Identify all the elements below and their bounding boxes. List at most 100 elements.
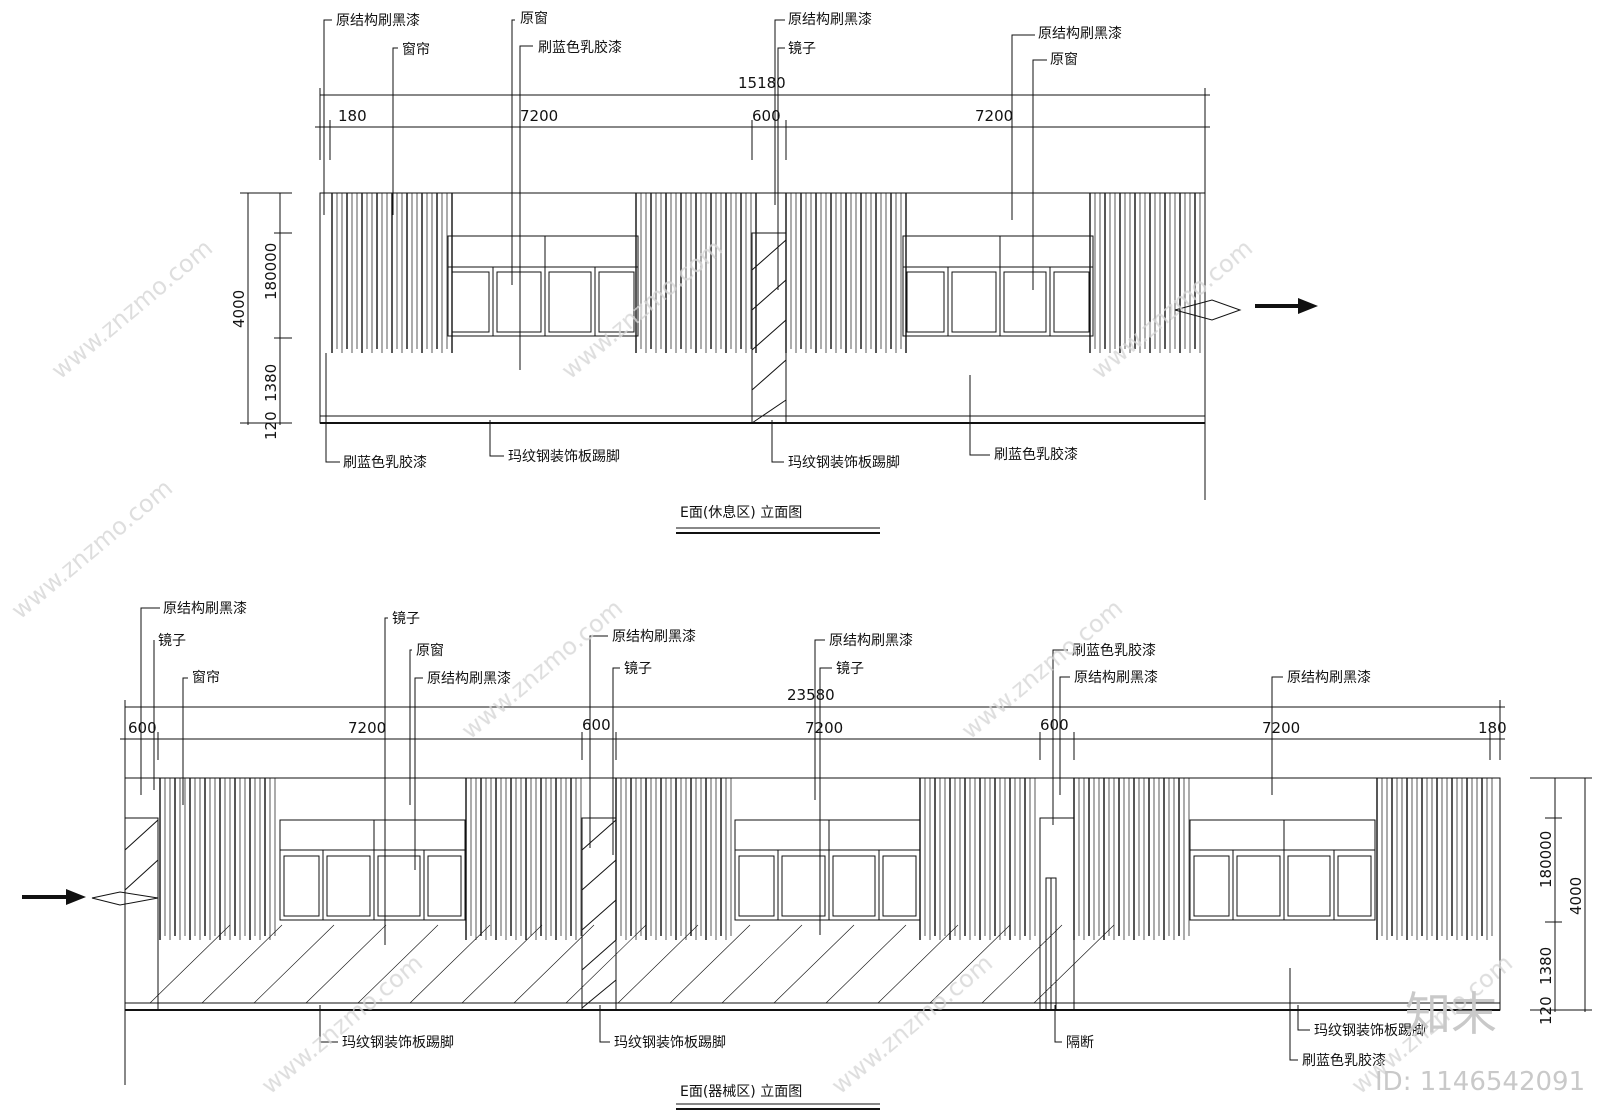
hatch-line (721, 924, 803, 1004)
label-skirting: 玛纹钢装饰板踢脚 (342, 1035, 454, 1051)
elevation-rest-area: 15180 180 7200 600 7200 4000 180000 1380… (230, 10, 1318, 534)
label-blue-latex: 刷蓝色乳胶漆 (538, 39, 622, 56)
drawing-title: E面(休息区) 立面图 (680, 504, 802, 521)
label-curtain: 窗帘 (192, 669, 220, 686)
label-mirror: 镜子 (624, 661, 652, 677)
partition (1045, 877, 1057, 1011)
label-black-paint: 原结构刷黑漆 (612, 629, 696, 645)
overall-dimension: 23580 (787, 686, 835, 704)
section-arrow (22, 889, 159, 906)
curtain (1073, 778, 1190, 940)
curtain (615, 778, 732, 940)
label-mirror: 镜子 (836, 661, 864, 677)
leader-lines (323, 19, 1047, 463)
label-skirting: 玛纹钢装饰板踢脚 (508, 449, 620, 465)
wall-outline (124, 777, 1501, 1011)
height-dimension: 120 (262, 411, 280, 440)
label-black-paint: 原结构刷黑漆 (336, 13, 420, 29)
height-dimension: 180000 (262, 243, 280, 300)
hatch-line (357, 924, 439, 1004)
label-black-paint: 原结构刷黑漆 (1038, 26, 1122, 42)
curtain (159, 778, 276, 940)
dimension-segment: 180 (338, 107, 367, 125)
wall-outline (319, 192, 1206, 424)
label-skirting: 玛纹钢装饰板踢脚 (614, 1035, 726, 1051)
leader-lines (140, 607, 1310, 1061)
curtain-group (331, 193, 1206, 353)
hatch-line (461, 924, 543, 1004)
dimension-segment: 600 (582, 716, 611, 734)
label-black-paint: 原结构刷黑漆 (829, 633, 913, 649)
dimension-lines-right (1530, 777, 1592, 1012)
label-original-window: 原窗 (416, 642, 444, 659)
dimension-lines-top (315, 88, 1210, 500)
label-black-paint: 原结构刷黑漆 (1287, 670, 1371, 686)
hatch-line (253, 924, 335, 1004)
hatch-line (617, 924, 699, 1004)
label-original-window: 原窗 (1050, 51, 1078, 68)
height-dimension: 120 (1537, 996, 1555, 1025)
height-dimension: 180000 (1537, 831, 1555, 888)
dimension-lines-left (240, 192, 292, 425)
hatch-line (773, 924, 855, 1004)
hatch-line (565, 924, 647, 1004)
column-hatched (751, 232, 787, 424)
height-dimension: 4000 (1567, 877, 1585, 915)
dimension-segment: 7200 (520, 107, 558, 125)
watermark-layer: www.znzmo.com www.znzmo.com www.znzmo.co… (6, 234, 1518, 1100)
label-blue-latex: 刷蓝色乳胶漆 (994, 446, 1078, 463)
window-3 (1189, 819, 1376, 921)
dimension-segment: 7200 (805, 719, 843, 737)
curtain (785, 193, 907, 353)
section-arrow (1174, 298, 1318, 321)
hatch-line (149, 924, 231, 1004)
watermark-text: www.znzmo.com (46, 234, 218, 385)
window-1 (447, 235, 639, 337)
label-skirting: 玛纹钢装饰板踢脚 (788, 455, 900, 471)
hatch-line (825, 924, 907, 1004)
dimension-segment: 7200 (975, 107, 1013, 125)
curtain (635, 193, 757, 353)
column-plain (1039, 817, 1075, 1011)
label-mirror: 镜子 (392, 611, 420, 627)
height-dimension: 4000 (230, 290, 248, 328)
dimension-segment: 7200 (348, 719, 386, 737)
label-mirror: 镜子 (158, 633, 186, 649)
curtain (919, 778, 1036, 940)
hatch-line (669, 924, 751, 1004)
dimension-segment: 180 (1478, 719, 1507, 737)
label-mirror: 镜子 (788, 41, 816, 57)
label-curtain: 窗帘 (402, 41, 430, 58)
dimension-segment: 600 (128, 719, 157, 737)
hatch-line (929, 924, 1011, 1004)
window-2 (734, 819, 921, 921)
watermark-text: www.znzmo.com (826, 949, 998, 1100)
label-blue-latex: 刷蓝色乳胶漆 (343, 454, 427, 471)
curtain-group (159, 778, 1493, 940)
drawing-title: E面(器械区) 立面图 (680, 1084, 802, 1100)
label-partition: 隔断 (1066, 1035, 1094, 1051)
label-black-paint: 原结构刷黑漆 (427, 671, 511, 687)
dimension-segment: 600 (752, 107, 781, 125)
dimension-segment: 600 (1040, 716, 1069, 734)
window-2 (902, 235, 1094, 337)
id-watermark: ID: 1146542091 (1375, 1067, 1585, 1097)
label-black-paint: 原结构刷黑漆 (163, 601, 247, 617)
column-hatched (581, 817, 617, 1011)
column-hatched (124, 817, 159, 1011)
height-dimension: 1380 (262, 364, 280, 402)
label-blue-latex: 刷蓝色乳胶漆 (1302, 1052, 1386, 1069)
label-blue-latex: 刷蓝色乳胶漆 (1072, 642, 1156, 659)
curtain (465, 778, 582, 940)
dimension-segment: 7200 (1262, 719, 1300, 737)
watermark-text: www.znzmo.com (256, 949, 428, 1100)
label-black-paint: 原结构刷黑漆 (788, 12, 872, 28)
window-1 (279, 819, 466, 921)
hatch-line (877, 924, 959, 1004)
floor-hatching (149, 924, 1115, 1004)
hatch-line (201, 924, 283, 1004)
watermark-text: www.znzmo.com (556, 234, 728, 385)
hatch-line (981, 924, 1063, 1004)
label-black-paint: 原结构刷黑漆 (1074, 670, 1158, 686)
curtain (1376, 778, 1493, 940)
